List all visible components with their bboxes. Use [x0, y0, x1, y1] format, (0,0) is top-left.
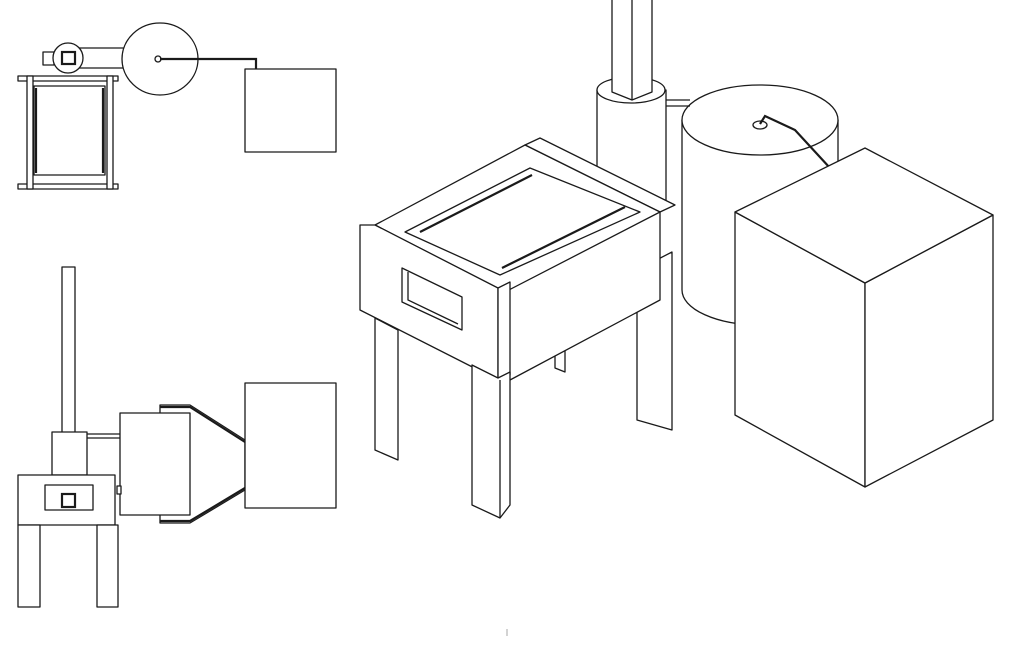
frame-right-rail	[106, 75, 114, 190]
window-inner	[407, 272, 459, 325]
frame-bottom-bar	[17, 183, 119, 190]
knob	[116, 485, 122, 495]
cabinet-front	[244, 382, 337, 509]
isometric-view	[359, 0, 994, 519]
window	[401, 267, 463, 331]
cabinet-top-face	[734, 147, 994, 284]
tank-port	[752, 120, 768, 130]
recess-edge	[419, 174, 533, 233]
cabinet-top	[244, 68, 337, 153]
pipe	[160, 57, 258, 69]
window	[44, 484, 94, 511]
pipe	[759, 114, 831, 169]
connecting-arm	[77, 47, 125, 69]
leg-front-left	[374, 317, 399, 461]
table-top	[33, 85, 106, 176]
pole	[61, 266, 76, 434]
tank-lid	[681, 84, 839, 156]
front-panel-edge	[497, 281, 511, 381]
top-recess	[404, 167, 641, 276]
motor-box	[51, 431, 88, 476]
top-view	[17, 22, 337, 190]
leg-left	[17, 524, 41, 608]
front-view	[17, 266, 337, 608]
leg-front-right	[471, 364, 511, 519]
hopper-edge	[160, 487, 246, 523]
inner-square	[60, 492, 77, 509]
mount-plate	[42, 51, 55, 66]
hopper-edge	[160, 405, 246, 443]
recess-edge	[501, 206, 626, 269]
leg-right	[96, 524, 119, 608]
motor-housing	[52, 42, 84, 74]
tank-side	[119, 412, 191, 516]
frame-top-bar	[17, 75, 119, 82]
frame-left-rail	[26, 75, 34, 190]
motor-square	[60, 50, 77, 66]
